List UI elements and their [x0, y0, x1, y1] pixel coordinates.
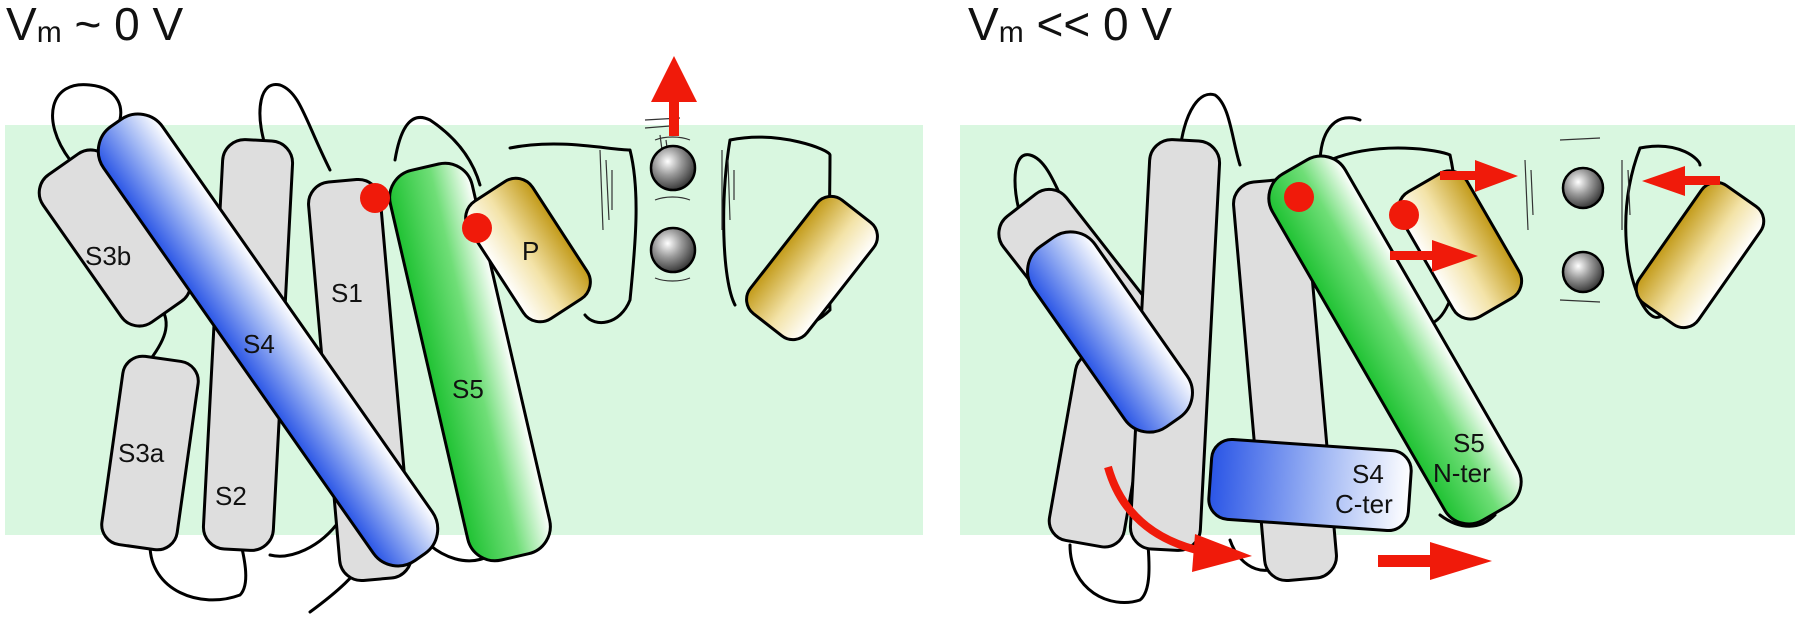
label-s3a: S3a — [118, 438, 165, 468]
arrow-curved — [1104, 465, 1252, 572]
arrow-right-bottom — [1378, 542, 1492, 580]
helix-s5-2 — [1267, 154, 1523, 526]
label-p: P — [522, 236, 539, 266]
label-s4: S4 — [243, 329, 275, 359]
helix-p — [464, 176, 592, 324]
loop-s3b-s4 — [51, 83, 123, 162]
label-s3b: S3b — [85, 241, 131, 271]
contact-dot-s1-s5 — [360, 183, 390, 213]
loop-s5-top — [1318, 116, 1362, 167]
arrow-right-upper — [1440, 160, 1518, 192]
ion-2 — [649, 226, 697, 274]
contact-dot-1 — [1284, 182, 1314, 212]
helix-s3a — [100, 354, 200, 552]
panel-2-title: Vm << 0 V — [968, 0, 1172, 50]
filter-hatch — [599, 117, 735, 231]
label-s5: S5 — [452, 374, 484, 404]
helix-s4 — [96, 112, 440, 568]
panel-1-title: Vm ~ 0 V — [6, 0, 183, 50]
loop-s4-s5-bottom — [268, 518, 342, 558]
loop-bottom-right-2 — [1438, 513, 1497, 528]
ion-1-closed — [1561, 166, 1605, 210]
arrow-left-upper — [1642, 166, 1720, 196]
label-s2: S2 — [215, 481, 247, 511]
label-s5-nter-1: S5 — [1453, 428, 1485, 458]
contact-dot-s5-p — [462, 213, 492, 243]
label-s5-nter-2: N-ter — [1433, 458, 1491, 488]
ion-1 — [649, 144, 697, 192]
loop-s1-s5 — [393, 116, 482, 187]
ion-2-closed — [1561, 250, 1605, 294]
contact-dot-2 — [1389, 200, 1419, 230]
label-s4-cter-1: S4 — [1352, 459, 1384, 489]
label-s1: S1 — [331, 278, 363, 308]
helix-s4-upper — [1026, 230, 1194, 434]
label-s4-cter-2: C-ter — [1335, 489, 1393, 519]
loop-s2-s1-top — [1178, 92, 1242, 167]
helix-s4-cter — [1207, 437, 1413, 533]
loop-bottom-left-2 — [1068, 543, 1151, 605]
helix-p-right-2 — [1634, 180, 1766, 330]
arrow-right-mid — [1390, 240, 1478, 272]
helix-p-left-2 — [1396, 169, 1524, 321]
panel-depolarized: Vm ~ 0 V — [5, 0, 923, 614]
loop-p-filter — [508, 142, 638, 324]
filter-hatch-2 — [1524, 137, 1631, 303]
panel-hyperpolarized: Vm << 0 V — [960, 0, 1795, 605]
arrow-up — [651, 56, 697, 136]
loop-s2-s1 — [258, 83, 332, 172]
loop-s3a-s2-bottom — [148, 538, 248, 602]
helix-p-opposite — [745, 194, 879, 342]
helix-s5 — [388, 161, 552, 563]
